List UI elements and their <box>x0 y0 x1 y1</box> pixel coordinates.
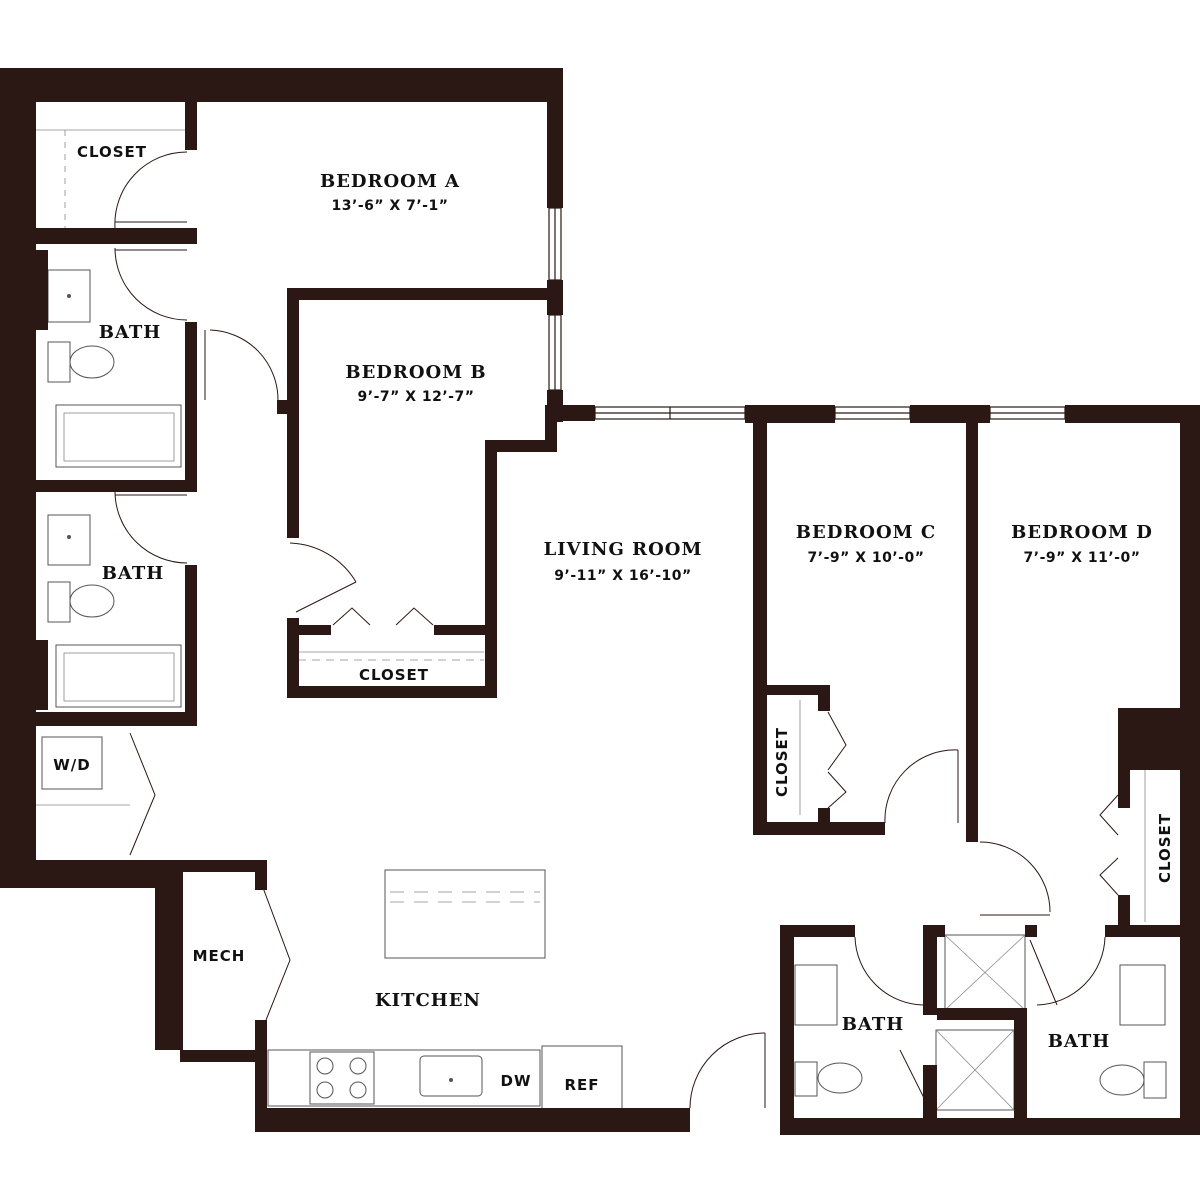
sink-icon <box>47 514 91 566</box>
kitchen-island <box>384 869 546 959</box>
sink-icon <box>794 964 838 1026</box>
bath-4-label: BATH <box>1048 1031 1111 1052</box>
toilet-icon <box>69 584 115 618</box>
windows <box>548 207 1066 420</box>
toilet-icon <box>1099 1064 1145 1096</box>
toilet-tank-icon <box>47 581 71 623</box>
bedroom-d-dimensions: 7’-9” X 11’-0” <box>1024 550 1141 566</box>
wd-label: W/D <box>53 756 90 774</box>
kitchen-label: KITCHEN <box>375 990 481 1011</box>
sink-icon <box>419 1055 483 1097</box>
sink-icon <box>1119 964 1166 1026</box>
bath-2-label: BATH <box>102 563 165 584</box>
bedroom-b-dimensions: 9’-7” X 12’-7” <box>358 389 475 405</box>
bedroom-c-label: BEDROOM C <box>796 522 936 543</box>
closet-b-label: CLOSET <box>359 666 429 684</box>
washer-dryer-icon <box>41 736 103 790</box>
walls <box>0 68 1200 1135</box>
ref-label: REF <box>564 1076 599 1094</box>
doors <box>114 151 1119 1111</box>
bath-3-label: BATH <box>842 1014 905 1035</box>
toilet-tank-icon <box>47 341 71 383</box>
living-room-label: LIVING ROOM <box>544 539 703 560</box>
closet-c-label: CLOSET <box>773 727 791 797</box>
bathtub-icon <box>55 644 182 708</box>
bath-1-label: BATH <box>99 322 162 343</box>
closet-a-label: CLOSET <box>77 143 147 161</box>
bedroom-d-label: BEDROOM D <box>1011 522 1153 543</box>
toilet-icon <box>817 1062 863 1094</box>
bedroom-b-label: BEDROOM B <box>345 362 486 383</box>
bedroom-a-dimensions: 13’-6” X 7’-1” <box>332 198 449 214</box>
dw-label: DW <box>501 1072 532 1090</box>
fixtures <box>36 129 1167 1117</box>
bedroom-a-label: BEDROOM A <box>320 171 460 192</box>
living-room-dimensions: 9’-11” X 16’-10” <box>554 568 691 584</box>
closet-d-label: CLOSET <box>1156 813 1174 883</box>
mech-label: MECH <box>193 947 246 965</box>
room-labels: CLOSET BEDROOM A 13’-6” X 7’-1” BATH BED… <box>53 143 1174 1094</box>
kitchen-counter <box>267 1049 541 1107</box>
toilet-icon <box>69 345 115 379</box>
bathtub-icon <box>55 404 182 468</box>
bedroom-c-dimensions: 7’-9” X 10’-0” <box>808 550 925 566</box>
